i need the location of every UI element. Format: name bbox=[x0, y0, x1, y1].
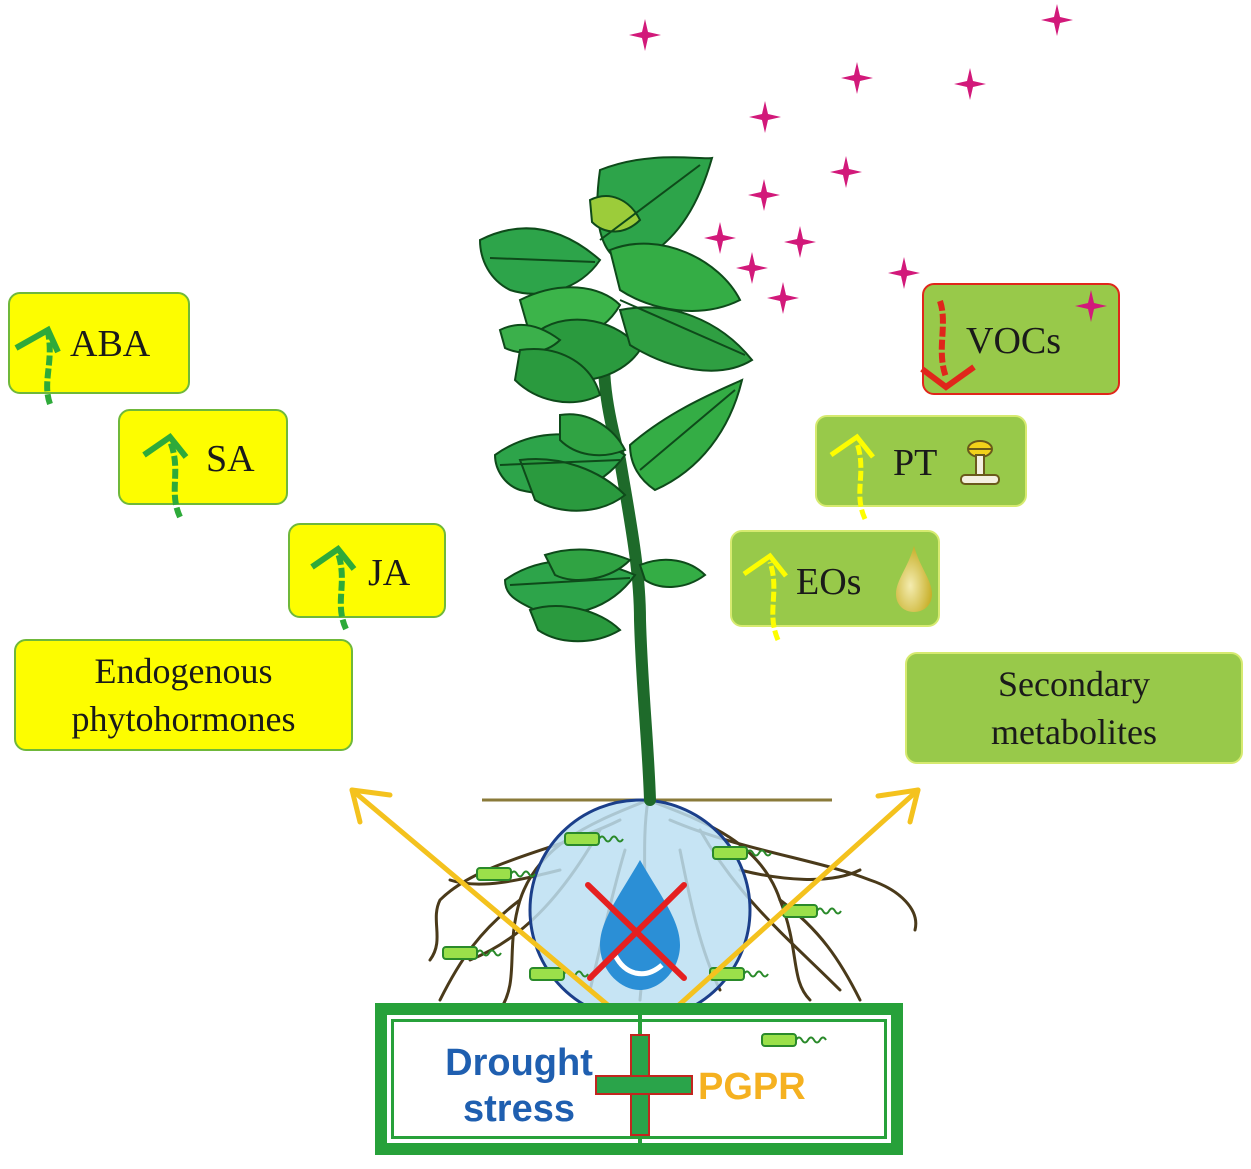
bacterium-icon bbox=[761, 1033, 827, 1047]
drought-stress-label: Drought stress bbox=[430, 1040, 608, 1132]
plant-stem bbox=[597, 324, 656, 806]
voc-star-icon bbox=[704, 222, 736, 254]
secondary-metabolites-category-box: Secondary metabolites bbox=[905, 652, 1243, 764]
phytohormones-line2: phytohormones bbox=[71, 699, 296, 739]
plant-leaves bbox=[478, 156, 754, 643]
pt-box: PT bbox=[815, 415, 1027, 521]
voc-star-icon bbox=[749, 101, 781, 133]
voc-star-icon bbox=[748, 179, 780, 211]
voc-star-icon bbox=[954, 68, 986, 100]
voc-star-icon bbox=[1041, 4, 1073, 36]
effect-arrows bbox=[349, 787, 921, 1025]
voc-star-icon bbox=[888, 257, 920, 289]
bacterium-icon bbox=[442, 946, 502, 960]
drought-line1: Drought bbox=[445, 1042, 593, 1084]
drought-line2: stress bbox=[463, 1088, 575, 1130]
no-water-cross-icon bbox=[585, 882, 687, 981]
voc-star-icon bbox=[1075, 290, 1107, 322]
aba-label: ABA bbox=[70, 323, 151, 365]
voc-star-icon bbox=[830, 156, 862, 188]
oil-drop-icon bbox=[896, 546, 932, 612]
increase-arrow-icon bbox=[14, 325, 61, 406]
bacterium-icon bbox=[712, 846, 772, 860]
eos-box: EOs bbox=[730, 530, 940, 641]
plus-icon bbox=[595, 1015, 693, 1145]
voc-star-icon bbox=[736, 252, 768, 284]
pt-label: PT bbox=[893, 442, 938, 484]
increase-arrow-icon bbox=[142, 432, 189, 519]
metabolites-line2: metabolites bbox=[991, 712, 1157, 752]
ja-label: JA bbox=[368, 552, 411, 594]
drop-highlight bbox=[612, 953, 664, 977]
sa-box: SA bbox=[118, 409, 288, 519]
voc-star-icon bbox=[629, 19, 661, 51]
increase-arrow-icon bbox=[829, 433, 875, 521]
bacterium-icon bbox=[564, 832, 624, 846]
bacterium-icon bbox=[476, 867, 536, 881]
phytohormones-category-box: Endogenous phytohormones bbox=[14, 639, 353, 751]
aba-box: ABA bbox=[8, 292, 190, 406]
voc-star-icon bbox=[767, 282, 799, 314]
eos-label: EOs bbox=[796, 561, 862, 603]
leaf-veins bbox=[489, 164, 746, 586]
decrease-arrow-icon bbox=[920, 300, 976, 391]
phytohormones-line1: Endogenous bbox=[94, 651, 273, 691]
sa-label: SA bbox=[206, 438, 255, 480]
ja-box: JA bbox=[288, 523, 446, 631]
vocs-box: VOCs bbox=[920, 283, 1120, 395]
increase-arrow-icon bbox=[742, 552, 788, 641]
metabolites-line1: Secondary bbox=[998, 664, 1150, 704]
voc-particles bbox=[629, 4, 1073, 314]
voc-star-icon bbox=[784, 226, 816, 258]
increase-arrow-icon bbox=[310, 544, 357, 631]
pgpr-label: PGPR bbox=[698, 1066, 806, 1108]
voc-star-icon bbox=[841, 62, 873, 94]
vocs-label: VOCs bbox=[966, 320, 1062, 362]
trichome-icon bbox=[960, 440, 1000, 485]
